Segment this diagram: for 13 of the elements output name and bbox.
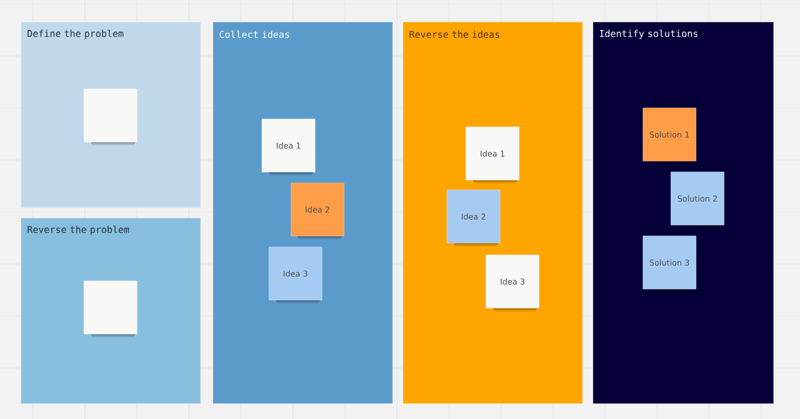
sticky-note: Idea 3 bbox=[486, 254, 540, 312]
sticky-note: Solution 1 bbox=[642, 108, 696, 164]
sticky-note: Solution 2 bbox=[670, 172, 724, 228]
sticky-note: Idea 2 bbox=[446, 190, 500, 246]
panel: Define the problem bbox=[21, 22, 201, 208]
sticky-note: Idea 1 bbox=[466, 126, 520, 184]
sticky-note bbox=[84, 88, 138, 146]
sticky-note: Solution 3 bbox=[642, 236, 696, 292]
sticky-note: Idea 1 bbox=[262, 118, 316, 176]
sticky-note: Idea 3 bbox=[268, 246, 322, 304]
panel: Reverse the problem bbox=[21, 218, 201, 404]
sticky-note: Idea 2 bbox=[290, 182, 344, 240]
sticky-note bbox=[84, 280, 138, 338]
